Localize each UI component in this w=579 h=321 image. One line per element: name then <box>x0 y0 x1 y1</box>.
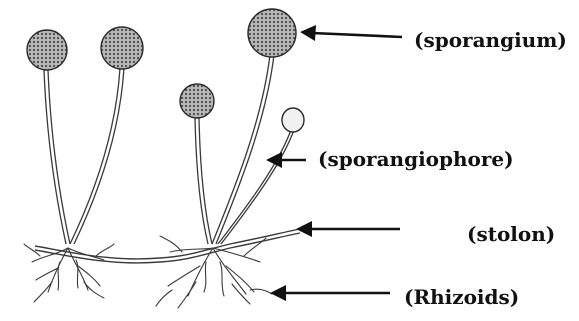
label-sporangiophore: (sporangiophore) <box>318 149 514 169</box>
label-stolon: (stolon) <box>467 224 555 244</box>
label-sporangium: (sporangium) <box>414 30 567 50</box>
sporangiophores <box>44 55 294 244</box>
sporangium-second <box>101 27 143 69</box>
young-sporangium <box>282 108 304 132</box>
sporangium-top <box>248 9 296 57</box>
sporangium-left <box>27 30 67 70</box>
label-rhizoids: (Rhizoids) <box>404 287 519 307</box>
arrow-sporangium <box>300 25 402 41</box>
arrow-stolon <box>296 221 400 237</box>
arrow-rhizoids <box>270 285 390 301</box>
arrow-sporangiophore <box>266 152 306 168</box>
sporangium-small <box>180 84 214 118</box>
